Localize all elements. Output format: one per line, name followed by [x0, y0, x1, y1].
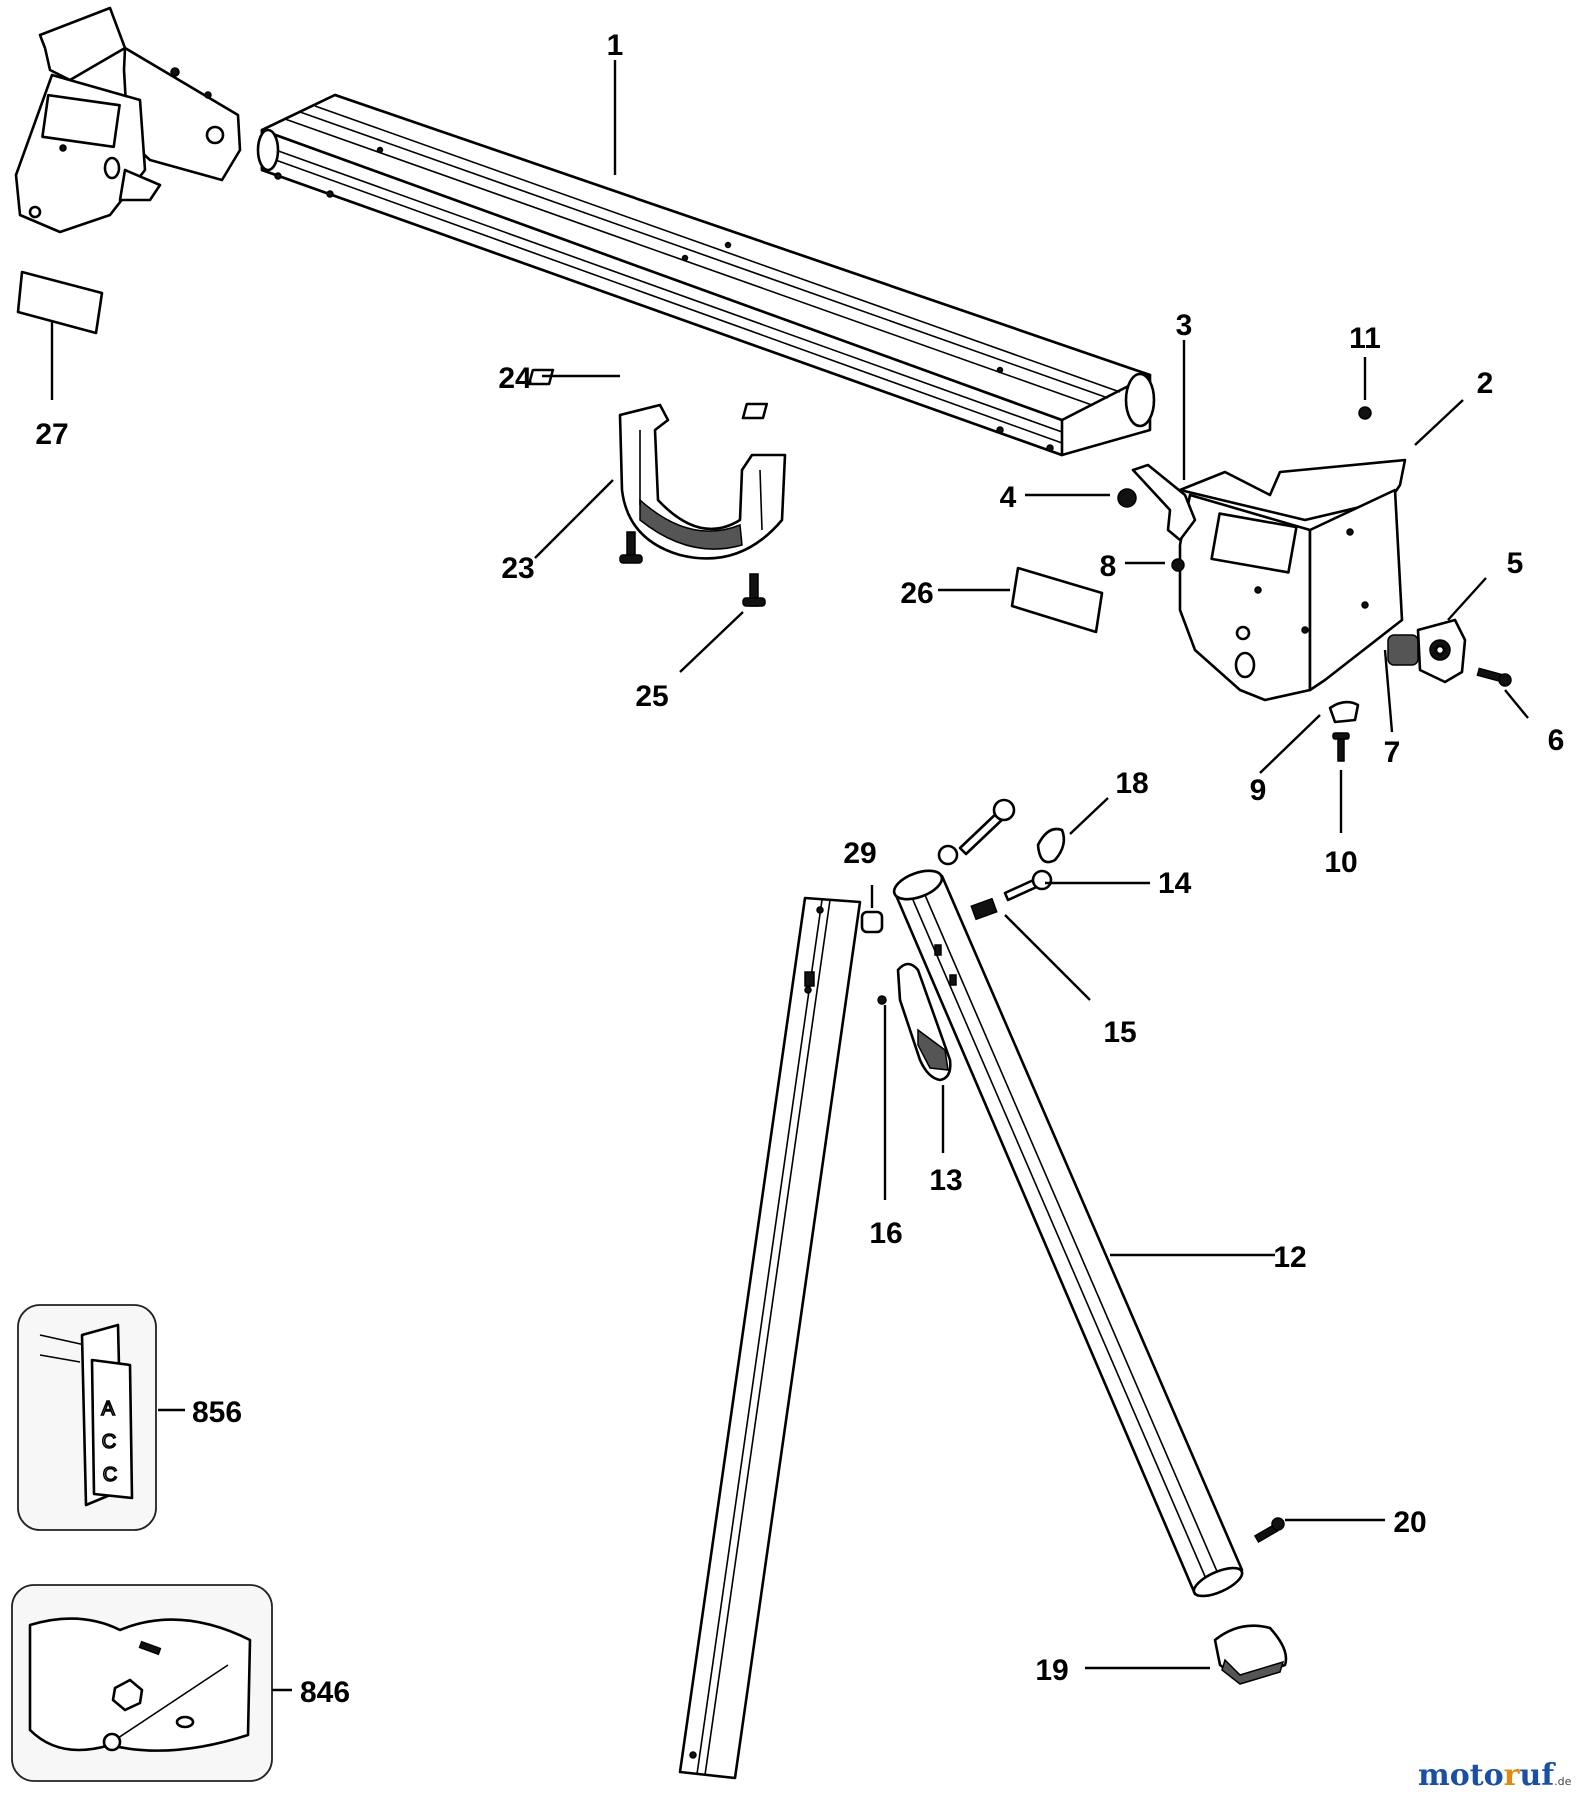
inset-accessory-856: A C C — [17, 1304, 157, 1531]
label-part-27 — [16, 270, 104, 335]
screw-part-10 — [1332, 732, 1350, 762]
callout-15: 15 — [1103, 1016, 1136, 1049]
left-end-bracket — [14, 6, 242, 234]
right-end-bracket-part-2 — [1178, 458, 1407, 702]
leg-tube-part-12 — [892, 869, 1244, 1598]
screw-part-25 — [619, 531, 766, 607]
callout-24: 24 — [498, 362, 532, 395]
latch-part-3 — [1131, 463, 1197, 542]
screw-part-6 — [1476, 667, 1512, 687]
callout-5: 5 — [1507, 547, 1524, 580]
spring-part-15 — [970, 897, 998, 921]
watermark-brand-3: uf — [1519, 1758, 1555, 1793]
callout-3: 3 — [1176, 309, 1193, 342]
clip-part-18 — [1036, 827, 1066, 864]
callout-1: 1 — [607, 29, 624, 62]
callout-27: 27 — [35, 418, 68, 451]
nut-part-11 — [1358, 406, 1372, 420]
bolt-upper — [958, 798, 1016, 856]
knob-assembly-part-5 — [1387, 618, 1467, 684]
nut-part-29 — [860, 910, 884, 934]
watermark-suffix: .de — [1554, 1775, 1572, 1788]
callout-12: 12 — [1273, 1241, 1306, 1274]
washer — [937, 844, 959, 866]
callout-23: 23 — [501, 552, 534, 585]
nut-part-8 — [1171, 558, 1185, 572]
callout-9: 9 — [1250, 774, 1267, 807]
watermark-brand-1: moto — [1418, 1758, 1504, 1793]
callout-26: 26 — [900, 577, 933, 610]
watermark-brand-2: r — [1503, 1758, 1520, 1793]
nut-part-4 — [1117, 488, 1137, 508]
kit-letter-a: A — [101, 1398, 115, 1420]
callout-4: 4 — [1000, 481, 1017, 514]
callout-8: 8 — [1100, 550, 1117, 583]
callout-7: 7 — [1384, 736, 1401, 769]
site-watermark: motoruf.de — [1418, 1758, 1571, 1793]
inset-hardware-bag-846 — [11, 1584, 273, 1782]
callouts: 1 2 3 4 5 6 7 8 9 10 11 12 13 14 15 16 1… — [35, 29, 1564, 1709]
foot-part-19 — [1213, 1624, 1288, 1685]
callout-18: 18 — [1115, 767, 1148, 800]
lever-grip — [917, 1028, 949, 1071]
label-part-26 — [1010, 566, 1104, 634]
nut-part-24b — [741, 402, 769, 420]
callout-13: 13 — [929, 1164, 962, 1197]
callout-11: 11 — [1349, 322, 1381, 355]
cap-part-9 — [1328, 700, 1360, 724]
leader-lines — [158, 60, 1529, 1692]
kit-letter-c2: C — [103, 1464, 117, 1486]
long-leg — [678, 896, 862, 1780]
handle-part-23 — [618, 403, 787, 560]
callout-16: 16 — [869, 1217, 902, 1250]
callout-20: 20 — [1393, 1506, 1426, 1539]
pin-part-16 — [877, 995, 887, 1005]
kit-letter-c1: C — [102, 1431, 116, 1453]
bolt-part-14 — [1003, 869, 1053, 902]
callout-10: 10 — [1324, 846, 1357, 879]
callout-856: 856 — [192, 1396, 242, 1429]
callout-6: 6 — [1548, 724, 1565, 757]
callout-19: 19 — [1035, 1654, 1068, 1687]
screw-part-20 — [1253, 1517, 1285, 1543]
callout-25: 25 — [635, 680, 668, 713]
callout-29: 29 — [843, 837, 876, 870]
callout-14: 14 — [1158, 867, 1192, 900]
callout-846: 846 — [300, 1676, 350, 1709]
rail-beam-part-1 — [256, 93, 1156, 457]
callout-2: 2 — [1477, 367, 1494, 400]
